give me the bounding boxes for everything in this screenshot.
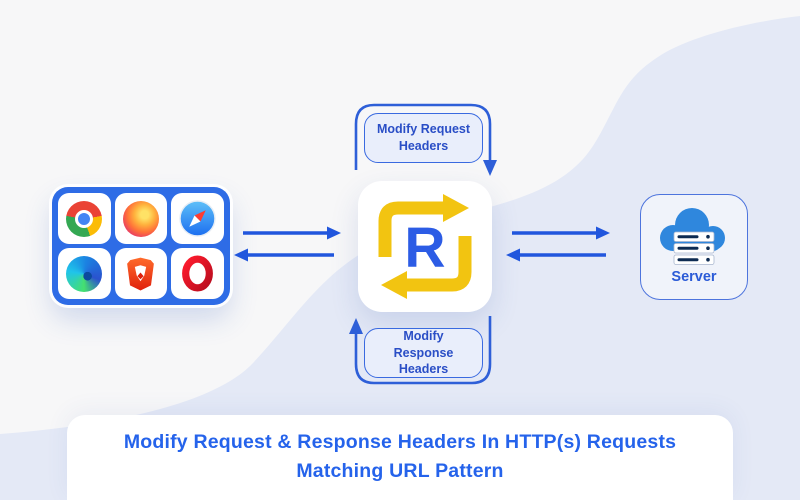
- edge-icon: [66, 255, 103, 292]
- caption-banner: Modify Request & Response Headers In HTT…: [67, 415, 733, 500]
- brave-icon: [127, 257, 155, 291]
- logo-loop-arrows-icon: [378, 194, 472, 299]
- browser-tile: [58, 193, 111, 244]
- modify-request-headers-label: Modify Request Headers: [364, 113, 483, 163]
- requestly-logo-card: R: [358, 181, 492, 312]
- chrome-icon: [66, 200, 103, 237]
- caption-line-2: Matching URL Pattern: [296, 460, 504, 482]
- browser-tile: [171, 193, 224, 244]
- browser-tile: [114, 248, 168, 299]
- server-label: Server: [671, 269, 717, 285]
- safari-icon: [179, 200, 216, 237]
- caption-line-1: Modify Request & Response Headers In HTT…: [123, 431, 677, 453]
- cloud-server-icon: [660, 208, 725, 265]
- browser-tile: [171, 248, 224, 299]
- modify-response-headers-label: Modify Response Headers: [364, 328, 483, 378]
- browser-tile: [114, 193, 168, 244]
- supported-browsers-card: [52, 187, 230, 305]
- requestly-logo-icon: R: [375, 193, 475, 300]
- logo-letter: R: [404, 215, 446, 280]
- opera-icon: [182, 255, 214, 292]
- server-rack-icon: [673, 231, 715, 265]
- server-card: Server: [640, 194, 748, 300]
- browser-tile: [58, 248, 111, 299]
- firefox-icon: [122, 200, 159, 237]
